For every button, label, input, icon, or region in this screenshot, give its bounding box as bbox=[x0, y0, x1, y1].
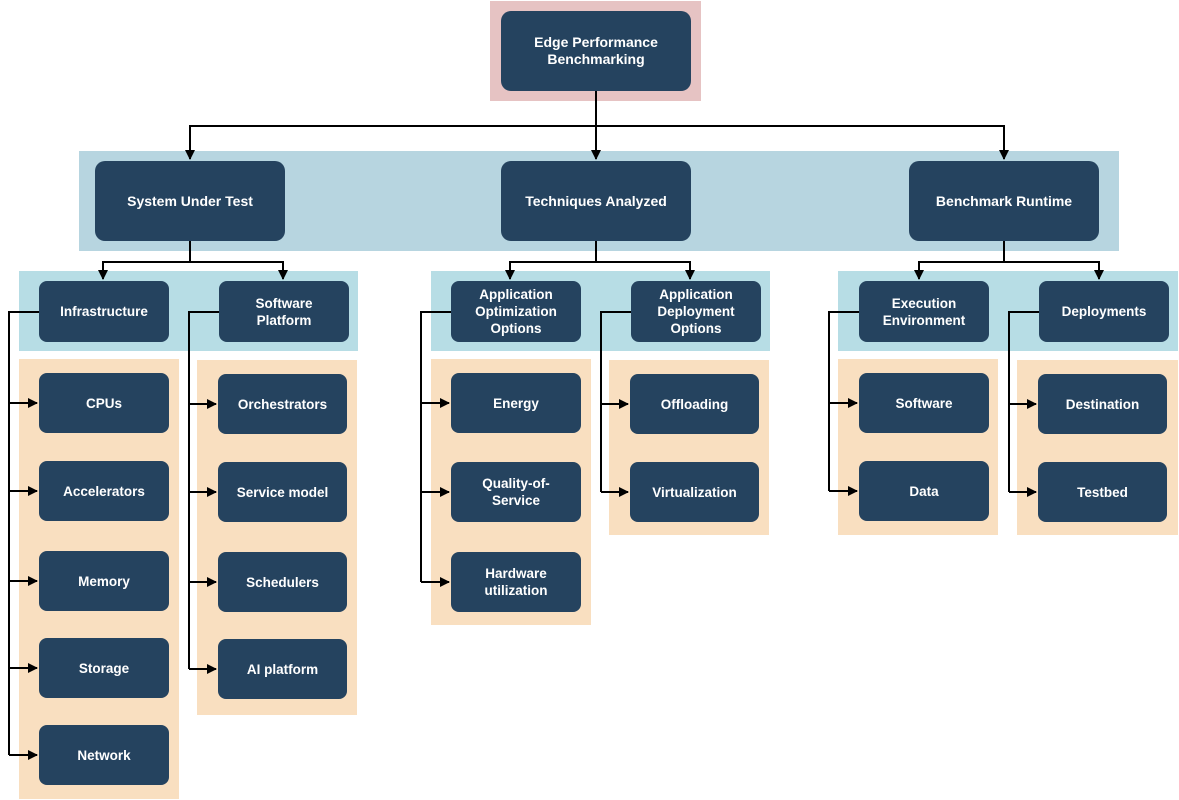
quality-of-service-node[interactable]: Quality-of- Service bbox=[451, 462, 581, 522]
root-node[interactable]: Edge Performance Benchmarking bbox=[501, 11, 691, 91]
hardware-utilization-node[interactable]: Hardware utilization bbox=[451, 552, 581, 612]
edge-root-sut bbox=[185, 91, 597, 160]
software-node[interactable]: Software bbox=[859, 373, 989, 433]
testbed-node[interactable]: Testbed bbox=[1038, 462, 1167, 522]
application-deployment-options-node[interactable]: Application Deployment Options bbox=[631, 281, 761, 342]
energy-node[interactable]: Energy bbox=[451, 373, 581, 433]
infrastructure-node[interactable]: Infrastructure bbox=[39, 281, 169, 342]
cpus-node[interactable]: CPUs bbox=[39, 373, 169, 433]
software-platform-node[interactable]: Software Platform bbox=[219, 281, 349, 342]
destination-node[interactable]: Destination bbox=[1038, 374, 1167, 434]
memory-node[interactable]: Memory bbox=[39, 551, 169, 611]
deployments-node[interactable]: Deployments bbox=[1039, 281, 1169, 342]
application-optimization-options-node[interactable]: Application Optimization Options bbox=[451, 281, 581, 342]
offloading-node[interactable]: Offloading bbox=[630, 374, 759, 434]
virtualization-node[interactable]: Virtualization bbox=[630, 462, 759, 522]
ai-platform-node[interactable]: AI platform bbox=[218, 639, 347, 699]
storage-node[interactable]: Storage bbox=[39, 638, 169, 698]
benchmark-runtime-node[interactable]: Benchmark Runtime bbox=[909, 161, 1099, 241]
techniques-analyzed-node[interactable]: Techniques Analyzed bbox=[501, 161, 691, 241]
network-node[interactable]: Network bbox=[39, 725, 169, 785]
schedulers-node[interactable]: Schedulers bbox=[218, 552, 347, 612]
data-node[interactable]: Data bbox=[859, 461, 989, 521]
system-under-test-node[interactable]: System Under Test bbox=[95, 161, 285, 241]
execution-environment-node[interactable]: Execution Environment bbox=[859, 281, 989, 342]
accelerators-node[interactable]: Accelerators bbox=[39, 461, 169, 521]
orchestrators-node[interactable]: Orchestrators bbox=[218, 374, 347, 434]
service-model-node[interactable]: Service model bbox=[218, 462, 347, 522]
